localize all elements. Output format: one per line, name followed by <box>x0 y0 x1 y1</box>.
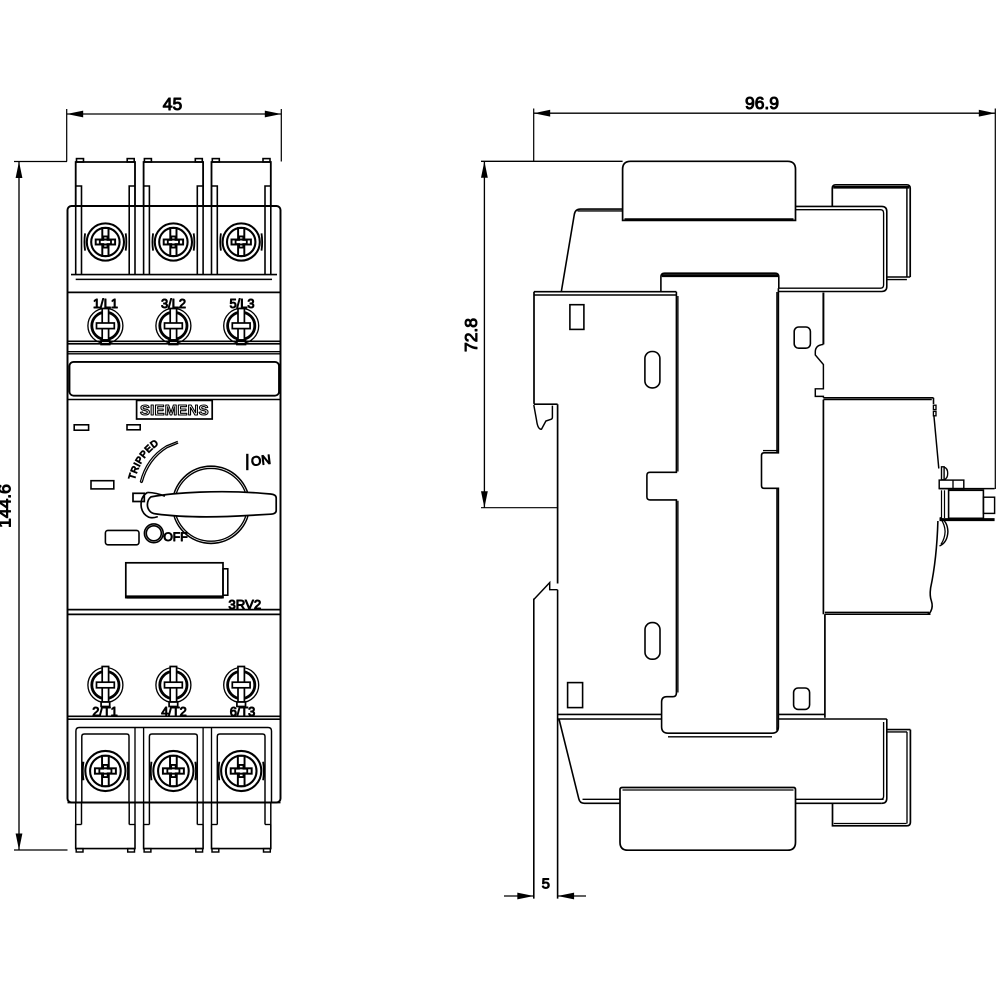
svg-text:6/T3: 6/T3 <box>230 704 256 719</box>
svg-text:96.9: 96.9 <box>745 93 779 113</box>
svg-text:ON: ON <box>250 452 271 469</box>
svg-text:1/L1: 1/L1 <box>93 296 118 311</box>
svg-text:5/L3: 5/L3 <box>230 296 255 311</box>
svg-text:3RV2: 3RV2 <box>228 597 261 612</box>
svg-text:5: 5 <box>542 876 550 893</box>
svg-text:72.8: 72.8 <box>461 318 481 352</box>
svg-text:2/T1: 2/T1 <box>92 704 118 719</box>
svg-text:4/T2: 4/T2 <box>161 704 187 719</box>
svg-text:45: 45 <box>163 94 182 114</box>
svg-text:SIEMENS: SIEMENS <box>140 402 209 419</box>
svg-text:3/L2: 3/L2 <box>161 296 186 311</box>
svg-text:OFF: OFF <box>163 530 187 544</box>
svg-text:144.6: 144.6 <box>0 484 15 528</box>
